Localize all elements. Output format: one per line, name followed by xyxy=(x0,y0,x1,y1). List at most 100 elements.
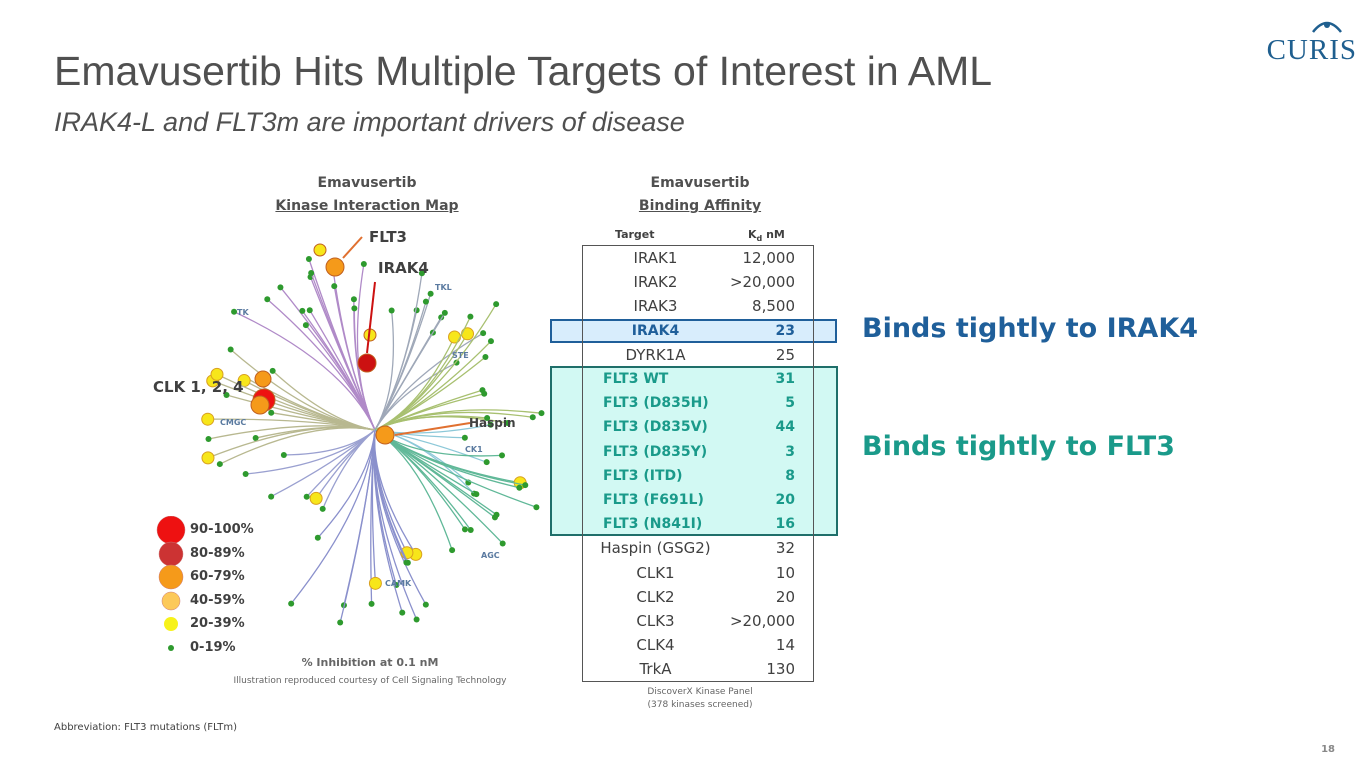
tree-branch xyxy=(374,316,471,431)
kinase-dot xyxy=(473,491,480,498)
row-kd: 8 xyxy=(785,467,795,484)
row-target: CLK1 xyxy=(636,563,675,582)
tree-branch xyxy=(374,301,427,431)
kinase-dot xyxy=(303,493,310,500)
kinase-dot xyxy=(309,491,323,505)
kinase-dot xyxy=(504,420,511,427)
hit-circle xyxy=(250,395,270,415)
kinase-dot xyxy=(441,309,448,316)
legend-circle-icon xyxy=(164,617,178,631)
tree-branch xyxy=(374,429,472,531)
tree-branch xyxy=(374,429,521,484)
kinase-dot xyxy=(268,493,275,500)
logo-arc-icon xyxy=(1312,21,1342,33)
map-credit: Illustration reproduced courtesy of Cell… xyxy=(233,676,507,686)
kinase-dot xyxy=(529,414,536,421)
kinase-dot xyxy=(288,600,295,607)
row-kd: 32 xyxy=(775,539,795,558)
tree-branch xyxy=(290,429,376,605)
row-target: IRAK4 xyxy=(631,322,680,339)
tree-branch xyxy=(374,312,446,431)
kinase-dot xyxy=(302,322,309,329)
kinase-dot xyxy=(331,283,338,290)
curis-logo: CURIS xyxy=(1247,14,1357,66)
kinase-dot xyxy=(533,504,540,511)
abbreviation-note: Abbreviation: FLT3 mutations (FLTm) xyxy=(54,722,237,733)
kinase-dot xyxy=(484,414,491,421)
label-flt3: FLT3 xyxy=(369,228,407,246)
label-clk: CLK 1, 2, 4 xyxy=(153,378,244,396)
callout-flt3: Binds tightly to FLT3 xyxy=(862,431,1175,462)
legend-label: 0-19% xyxy=(190,639,236,655)
tree-branch xyxy=(374,411,533,431)
table-row: CLK1 10 xyxy=(583,561,815,587)
kinase-dot xyxy=(319,505,326,512)
kinase-dot xyxy=(522,482,529,489)
row-kd: 14 xyxy=(775,636,795,655)
table-title-2: Binding Affinity xyxy=(638,198,762,214)
row-target: IRAK3 xyxy=(633,297,678,316)
kinase-dot xyxy=(461,526,468,533)
row-kd: 10 xyxy=(775,563,795,582)
legend-label: 40-59% xyxy=(190,592,245,608)
table-row: FLT3 (N841I)16 xyxy=(583,512,815,538)
row-kd: >20,000 xyxy=(729,612,795,630)
row-kd: 5 xyxy=(785,395,795,412)
kinase-dot xyxy=(487,338,494,345)
row-target: FLT3 WT xyxy=(603,371,669,387)
table-row: FLT3 (F691L)20 xyxy=(583,488,815,514)
tree-branch xyxy=(373,429,409,564)
row-kd: 44 xyxy=(775,419,795,436)
row-kd: 20 xyxy=(775,587,795,606)
kinase-dot xyxy=(483,459,490,466)
table-row: IRAK2>20,000 xyxy=(583,270,815,296)
kinase-dot xyxy=(467,313,474,320)
logo-text: CURIS xyxy=(1266,34,1357,66)
table-row: CLK3 >20,000 xyxy=(583,609,815,635)
kinase-dot xyxy=(314,534,321,541)
row-kd: 3 xyxy=(785,443,795,460)
kinase-dot xyxy=(479,387,486,394)
legend-label: 20-39% xyxy=(190,616,245,631)
family-label: CAMK xyxy=(385,579,412,588)
col-kd: Kd nM xyxy=(748,228,785,243)
kinase-dot xyxy=(487,421,494,428)
kinase-dot xyxy=(516,484,523,491)
tree-branch xyxy=(207,426,376,459)
irak4-highlight xyxy=(550,319,837,343)
legend-item: 80-89% xyxy=(152,541,272,566)
hit-circle xyxy=(254,370,272,388)
kinase-dot xyxy=(493,301,500,308)
kinase-dot xyxy=(252,435,259,442)
legend-circle-icon xyxy=(156,516,186,544)
family-label: TK xyxy=(237,308,249,317)
table-row: Haspin (GSG2)32 xyxy=(583,536,815,562)
kinase-dot xyxy=(264,296,271,303)
table-row: FLT3 (D835Y)3 xyxy=(583,440,815,466)
table-row: IRAK4 23 xyxy=(583,319,815,345)
legend-item: 40-59% xyxy=(152,589,272,613)
row-kd: 130 xyxy=(766,660,795,679)
legend-circle-icon xyxy=(158,564,184,590)
kinase-dot xyxy=(404,559,411,566)
row-kd: 23 xyxy=(775,322,795,339)
hit-circle xyxy=(325,257,345,277)
family-label: STE xyxy=(452,351,469,360)
kinase-dot xyxy=(538,410,545,417)
row-target: FLT3 (ITD) xyxy=(603,467,683,484)
kinase-dot xyxy=(201,451,215,465)
callout-line xyxy=(366,281,376,354)
row-kd: 25 xyxy=(775,345,795,364)
tree-branch xyxy=(374,429,537,508)
kinase-dot xyxy=(306,307,313,314)
legend-label: 60-79% xyxy=(190,569,245,584)
col-kd-unit: nM xyxy=(762,228,785,241)
row-target: CLK3 xyxy=(636,612,675,630)
